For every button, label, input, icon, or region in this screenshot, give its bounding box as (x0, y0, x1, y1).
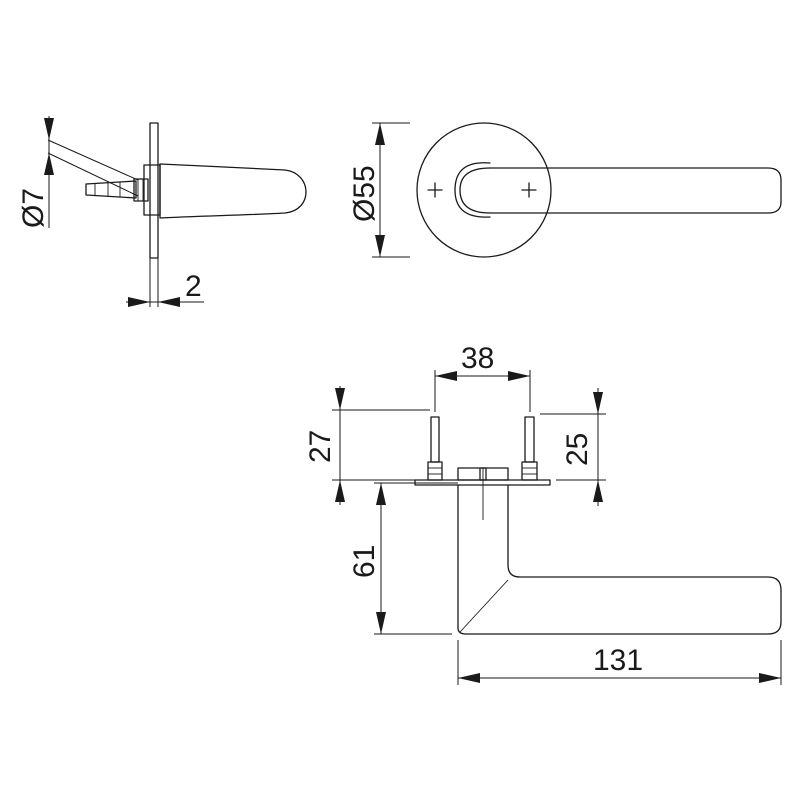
dim-rose-thickness: 2 (185, 270, 202, 303)
side-spindle (85, 180, 137, 199)
side-collar (143, 164, 161, 216)
side-lever-body (159, 163, 307, 219)
side-view: Ø7 2 (17, 116, 307, 307)
dim-lever-length: 131 (593, 644, 643, 677)
side-rose-plate (149, 122, 159, 259)
front-view: Ø55 (348, 122, 782, 258)
front-lever-arm (489, 167, 782, 214)
front-rose (416, 122, 552, 258)
top-view: 38 27 25 61 131 (304, 342, 782, 685)
top-lever (457, 484, 782, 635)
dim-pin-height-left: 27 (304, 430, 337, 463)
top-pin-right (524, 416, 535, 463)
dim-screw-spacing: 38 (461, 342, 494, 375)
dim-pin-height-right: 25 (561, 433, 594, 466)
dim-spindle-diameter: Ø7 (17, 188, 50, 228)
dim-lever-depth: 61 (348, 545, 381, 578)
dim-rose-diameter: Ø55 (348, 165, 381, 222)
top-pin-left (430, 416, 440, 463)
